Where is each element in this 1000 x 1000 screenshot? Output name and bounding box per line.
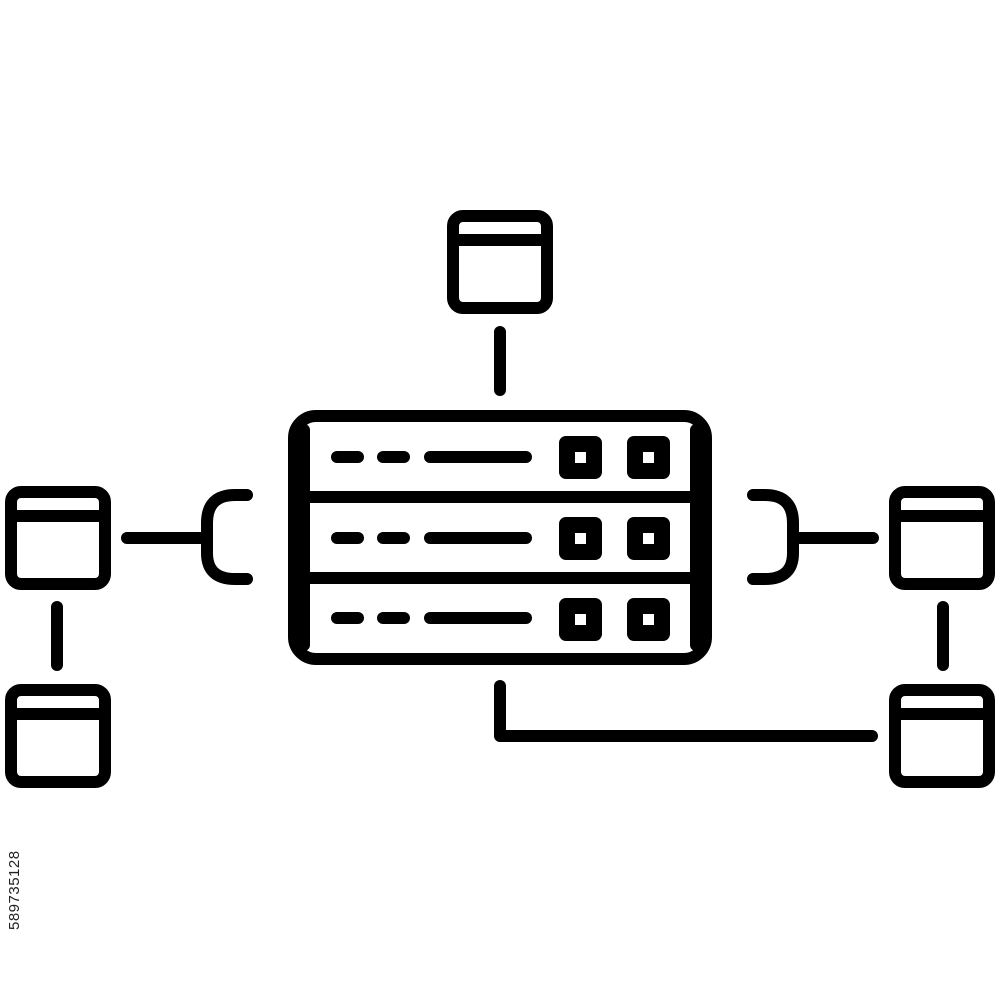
- bracket-left: [201, 489, 253, 585]
- window-icon: [889, 684, 995, 788]
- client-left-upper: [5, 486, 111, 590]
- connector-bottom-elbow: [494, 680, 878, 742]
- window-icon: [447, 210, 553, 314]
- server-stack: [288, 410, 712, 665]
- window-icon: [5, 486, 111, 590]
- watermark-id-text: 589735128: [6, 850, 23, 930]
- server-unit: [331, 436, 670, 479]
- server-unit: [331, 517, 670, 560]
- connector-lines: [51, 326, 949, 742]
- client-right-lower: [889, 684, 995, 788]
- window-icon: [889, 486, 995, 590]
- window-icon: [5, 684, 111, 788]
- bracket-right: [747, 489, 799, 585]
- client-left-lower: [5, 684, 111, 788]
- server-body: [288, 410, 712, 665]
- server-unit: [331, 598, 670, 641]
- client-right-upper: [889, 486, 995, 590]
- client-top: [447, 210, 553, 314]
